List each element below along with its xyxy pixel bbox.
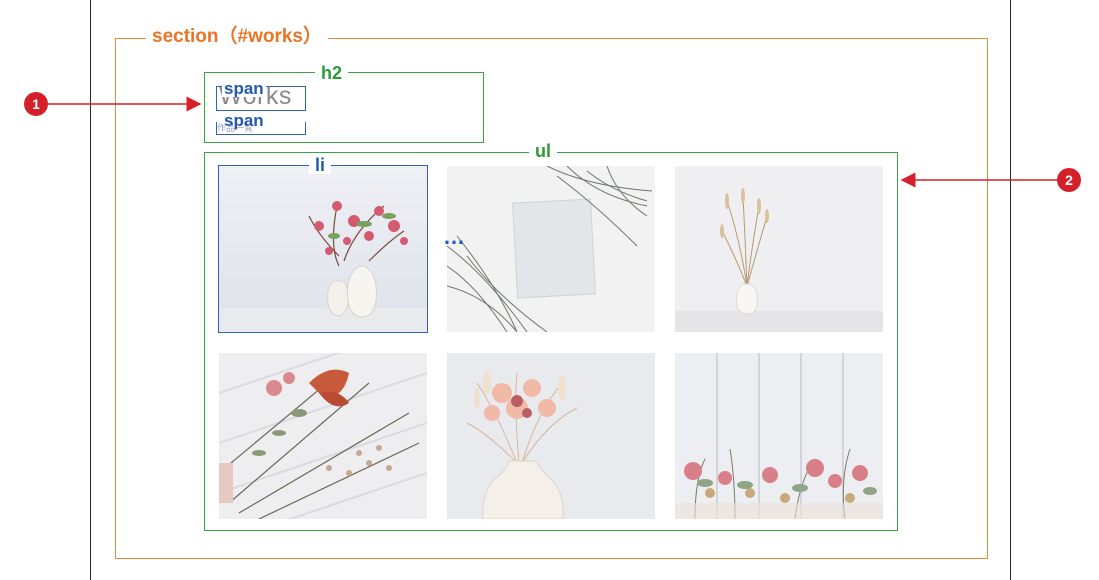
span-box-subtitle: span (216, 112, 306, 135)
h2-label: h2 (315, 64, 349, 82)
ul-box: ul (204, 142, 898, 531)
li-label: li (309, 156, 332, 174)
span-label-subtitle: span (224, 111, 264, 130)
flower-thumb-6 (675, 353, 883, 519)
flower-thumb-5 (447, 353, 655, 519)
section-label: section（#works） (146, 27, 328, 46)
flower-thumb-1 (219, 166, 427, 332)
page-frame (90, 0, 1011, 580)
works-subtitle-text: 作品一覧 (217, 123, 254, 133)
flower-thumb-3 (675, 166, 883, 332)
ellipsis-indicator: … (443, 224, 466, 249)
span-label-title: span (222, 79, 266, 98)
flower-thumb-4 (219, 353, 427, 519)
flower-thumb-2 (447, 166, 655, 332)
h2-box: h2 Works span 作品一覧 span (204, 64, 484, 143)
callout-badge-1: 1 (24, 92, 48, 116)
section-box: section（#works） (115, 27, 988, 559)
callout-badge-2: 2 (1057, 168, 1081, 192)
span-box-title: span (216, 80, 306, 111)
li-box: li (218, 156, 428, 333)
ul-label: ul (529, 142, 557, 160)
